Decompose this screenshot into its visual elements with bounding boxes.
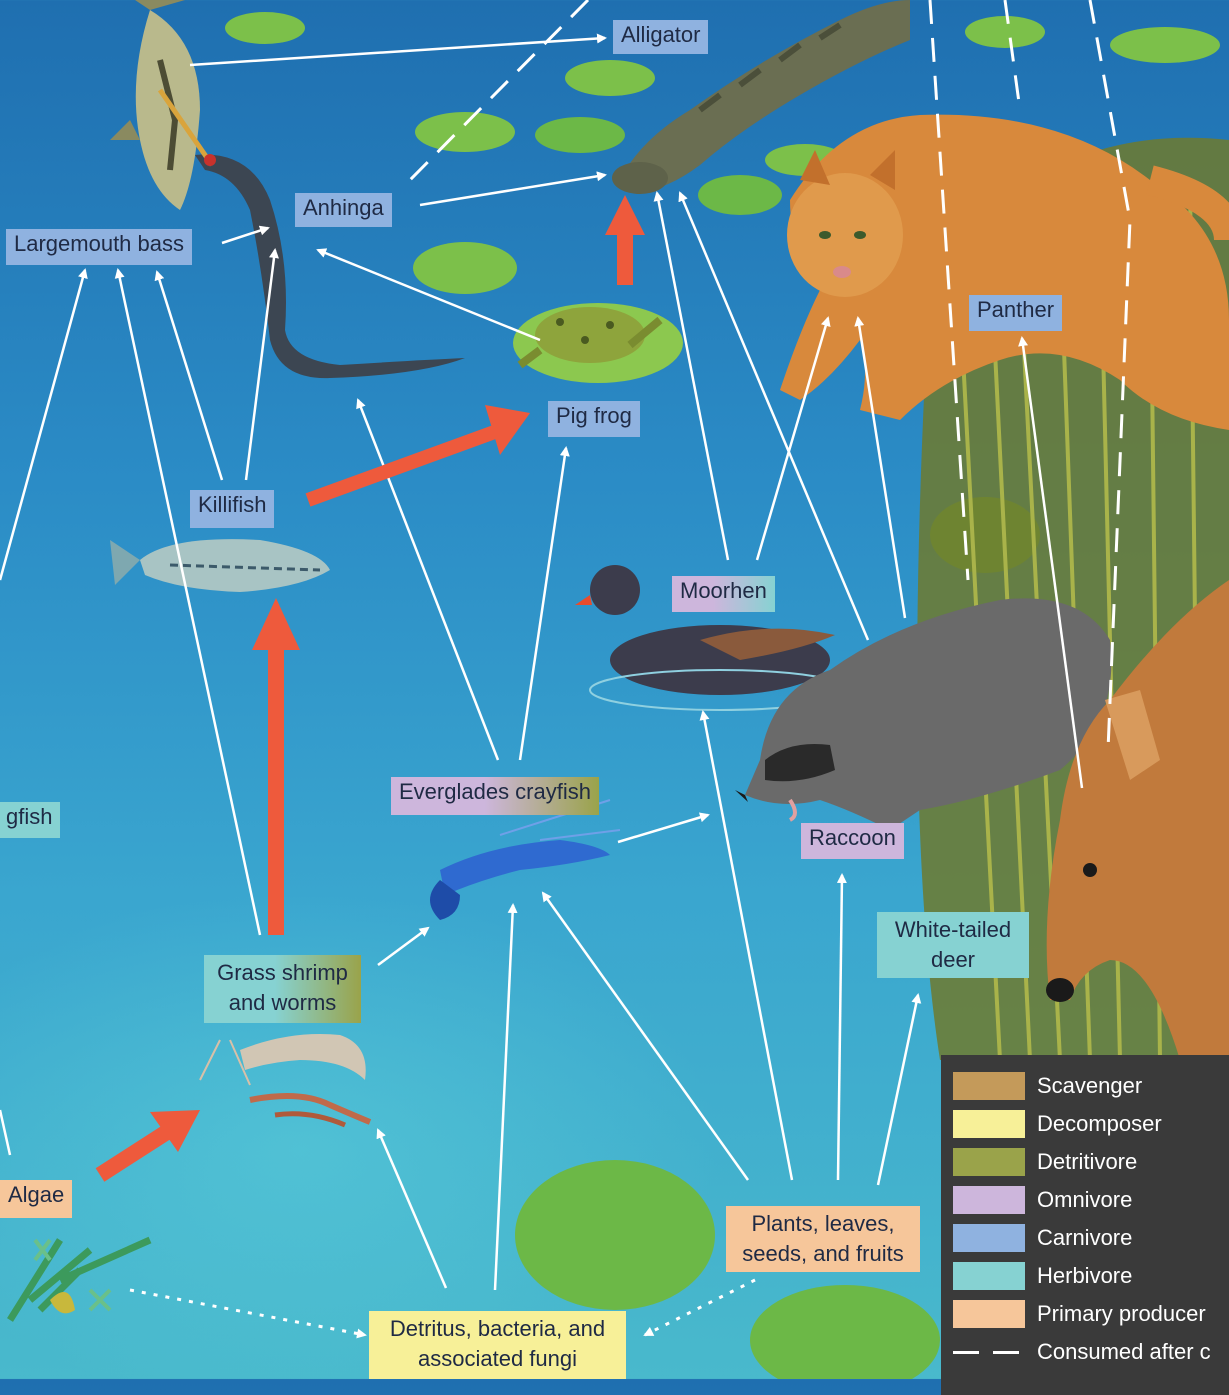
legend-label: Omnivore <box>1037 1187 1132 1213</box>
legend-swatch <box>953 1110 1025 1138</box>
label-killifish: Killifish <box>190 490 274 528</box>
legend-swatch <box>953 1262 1025 1290</box>
label-anhinga: Anhinga <box>295 193 392 227</box>
legend-label: Herbivore <box>1037 1263 1132 1289</box>
legend-swatch <box>953 1300 1025 1328</box>
legend-label: Scavenger <box>1037 1073 1142 1099</box>
dashed-line-icon <box>953 1351 1025 1354</box>
label-plants-line2: seeds, and fruits <box>734 1239 912 1269</box>
legend-label: Primary producer <box>1037 1301 1206 1327</box>
label-white-tailed-deer: White-tailed deer <box>877 912 1029 978</box>
label-grass-shrimp-line1: Grass shrimp <box>212 958 353 988</box>
legend-swatch <box>953 1186 1025 1214</box>
legend-item-herbivore: Herbivore <box>953 1261 1132 1291</box>
label-grass-shrimp: Grass shrimp and worms <box>204 955 361 1023</box>
legend-item-primary-producer: Primary producer <box>953 1299 1206 1329</box>
legend-item-carnivore: Carnivore <box>953 1223 1132 1253</box>
label-detritus-line1: Detritus, bacteria, and <box>377 1314 618 1344</box>
legend-label: Carnivore <box>1037 1225 1132 1251</box>
legend-item-scavenger: Scavenger <box>953 1071 1142 1101</box>
legend-label: Detritivore <box>1037 1149 1137 1175</box>
label-dogfish-partial: gfish <box>0 802 60 838</box>
label-detritus: Detritus, bacteria, and associated fungi <box>369 1311 626 1379</box>
legend-label: Consumed after c <box>1037 1339 1211 1365</box>
label-panther: Panther <box>969 295 1062 331</box>
label-white-tailed-deer-line1: White-tailed <box>885 915 1021 945</box>
legend-item-consumed-after: Consumed after c <box>953 1337 1211 1367</box>
label-plants-line1: Plants, leaves, <box>734 1209 912 1239</box>
label-grass-shrimp-line2: and worms <box>212 988 353 1018</box>
label-raccoon: Raccoon <box>801 823 904 859</box>
largemouth-bass-illustration <box>110 0 200 210</box>
legend-item-detritivore: Detritivore <box>953 1147 1137 1177</box>
label-largemouth-bass: Largemouth bass <box>6 229 192 265</box>
legend-item-omnivore: Omnivore <box>953 1185 1132 1215</box>
label-alligator: Alligator <box>613 20 708 54</box>
legend-swatch <box>953 1224 1025 1252</box>
label-white-tailed-deer-line2: deer <box>885 945 1021 975</box>
label-algae: Algae <box>0 1180 72 1218</box>
legend: Scavenger Decomposer Detritivore Omnivor… <box>941 1055 1229 1395</box>
label-pig-frog: Pig frog <box>548 401 640 437</box>
legend-swatch <box>953 1072 1025 1100</box>
legend-swatch <box>953 1148 1025 1176</box>
everglades-crayfish-illustration <box>430 800 620 920</box>
label-plants: Plants, leaves, seeds, and fruits <box>726 1206 920 1272</box>
legend-item-decomposer: Decomposer <box>953 1109 1162 1139</box>
killifish-illustration <box>110 539 330 592</box>
label-everglades-crayfish: Everglades crayfish <box>391 777 599 815</box>
legend-label: Decomposer <box>1037 1111 1162 1137</box>
label-detritus-line2: associated fungi <box>377 1344 618 1374</box>
label-moorhen: Moorhen <box>672 576 775 612</box>
